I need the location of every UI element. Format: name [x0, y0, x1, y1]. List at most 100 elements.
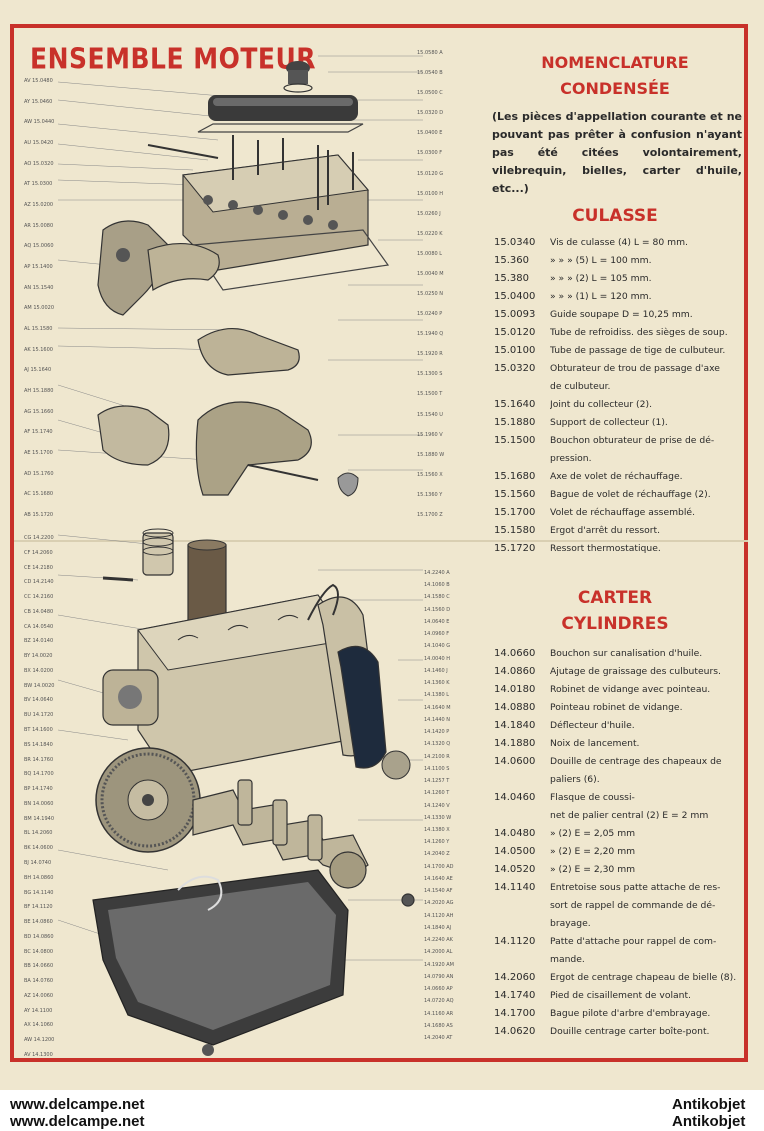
part-code: 14.0500 — [494, 846, 536, 857]
callout-label: 14.2040 Z — [424, 851, 450, 858]
callout-label: 14.1840 AJ — [424, 924, 452, 931]
part-description: Douille de centrage des chapeaux de — [550, 756, 722, 767]
callout-label: 14.0790 AN — [424, 973, 454, 980]
part-row: 14.0500 » (2) E = 2,20 mm — [494, 843, 744, 861]
part-code: 15.1560 — [494, 489, 536, 500]
callout-label: 15.0040 M — [417, 270, 444, 277]
callout-label: BY 14.0020 — [24, 653, 53, 660]
callout-label: AQ 15.0060 — [24, 243, 54, 250]
callout-label: 14.1580 C — [424, 594, 450, 601]
callout-label: 14.1240 V — [424, 802, 450, 809]
callout-label: AV 14.1300 — [24, 1052, 53, 1058]
part-code: 14.0480 — [494, 828, 536, 839]
part-description: Support de collecteur (1). — [550, 417, 668, 428]
part-description: Ajutage de graissage des culbuteurs. — [550, 666, 721, 677]
part-description: » (2) E = 2,20 mm — [550, 846, 636, 857]
part-code: 15.1700 — [494, 507, 536, 518]
callout-label: 15.0260 J — [417, 210, 441, 217]
callout-label: AB 15.1720 — [24, 512, 54, 518]
callout-label: 14.1420 P — [424, 729, 450, 736]
carter-title-line2: CYLINDRES — [561, 614, 669, 634]
part-row: 15.1880 Support de collecteur (1). — [494, 414, 744, 432]
callout-label: AZ 14.0060 — [24, 992, 54, 999]
callout-label: 15.1700 Z — [417, 512, 443, 518]
part-description: sort de rappel de commande de dé- — [550, 900, 716, 911]
callout-label: 15.1920 R — [417, 351, 443, 358]
callout-label: AJ 15.1640 — [24, 367, 52, 374]
engine-block-drawing — [102, 583, 411, 780]
part-code: 14.0620 — [494, 1026, 536, 1037]
part-description: Noix de lancement. — [550, 738, 640, 749]
rocker-cover-drawing — [197, 61, 364, 133]
callout-label: 14.1640 AE — [424, 875, 453, 882]
part-row: 14.1880 Noix de lancement. — [494, 735, 744, 753]
callout-label: 14.1360 K — [424, 680, 450, 687]
callout-label: BS 14.1840 — [24, 741, 53, 748]
part-row: sort de rappel de commande de dé- — [494, 897, 744, 915]
watermark-right-line1: Antikobjet — [672, 1096, 746, 1113]
callout-label: BJ 14.0740 — [24, 859, 52, 866]
callout-label: 15.0220 K — [417, 230, 443, 237]
nomenclature-intro: (Les pièces d'appellation courante et ne… — [492, 110, 742, 195]
part-description: Bouchon sur canalisation d'huile. — [550, 648, 703, 659]
part-code: 14.0520 — [494, 864, 536, 875]
callout-label: BT 14.1600 — [24, 727, 53, 734]
part-code: 14.1880 — [494, 738, 536, 749]
callout-label: BZ 14.0140 — [24, 638, 54, 645]
callout-label: AO 15.0320 — [24, 160, 54, 167]
callout-label: 14.2040 AT — [424, 1035, 453, 1041]
part-row: 14.0480 » (2) E = 2,05 mm — [494, 825, 744, 843]
callout-label: 14.2020 AG — [424, 900, 454, 907]
part-description: Guide soupape D = 10,25 mm. — [550, 309, 693, 320]
callout-label: AY 15.0460 — [24, 98, 53, 105]
callout-label: AR 15.0080 — [24, 222, 54, 229]
callout-label: AW 15.0440 — [24, 119, 55, 126]
part-code: 15.0120 — [494, 327, 536, 338]
part-description: Ergot de centrage chapeau de bielle (8). — [550, 972, 737, 983]
callout-label: AL 15.1580 — [24, 326, 53, 332]
part-code — [494, 807, 550, 825]
part-description: Ergot d'arrêt du ressort. — [550, 525, 661, 536]
part-description: Ressort thermostatique. — [550, 543, 661, 554]
callout-label: BC 14.0800 — [24, 948, 54, 955]
callout-label: 14.1680 AS — [424, 1022, 453, 1029]
part-description: de culbuteur. — [550, 381, 611, 392]
part-description: Tube de passage de tige de culbuteur. — [550, 345, 726, 356]
part-description: pression. — [550, 453, 592, 464]
callout-label: AW 14.1200 — [24, 1037, 55, 1044]
callout-label: 15.1960 V — [417, 431, 443, 438]
part-code: 15.0093 — [494, 309, 536, 320]
callout-label: 14.1380 X — [424, 826, 450, 833]
callout-label: AP 15.1400 — [24, 264, 53, 270]
callout-label: 14.0040 H — [424, 655, 451, 662]
part-description: » » » (5) L = 100 mm. — [550, 255, 652, 266]
part-description: mande. — [550, 954, 585, 965]
part-description: » (2) E = 2,05 mm — [550, 828, 636, 839]
part-description: Déflecteur d'huile. — [550, 720, 635, 731]
watermark-left-line1: www.delcampe.net — [10, 1096, 145, 1113]
callout-label: 15.0400 E — [417, 130, 443, 137]
callout-label: 14.1120 AH — [424, 912, 454, 919]
callout-label: BX 14.0200 — [24, 667, 54, 674]
part-code: 14.2060 — [494, 972, 536, 983]
callout-label: AT 15.0300 — [24, 181, 53, 188]
callout-label: 14.0960 F — [424, 631, 450, 638]
callout-label: BU 14.1720 — [24, 712, 54, 719]
callout-label: 14.1460 J — [424, 667, 448, 674]
part-row: net de palier central (2) E = 2 mm — [494, 807, 744, 825]
part-code: 15.1880 — [494, 417, 536, 428]
callout-label: 14.1100 S — [424, 765, 450, 772]
part-description: paliers (6). — [550, 774, 600, 785]
callout-label: 15.1300 S — [417, 371, 443, 378]
callout-label: CG 14.2200 — [24, 535, 54, 541]
part-code — [494, 450, 550, 468]
